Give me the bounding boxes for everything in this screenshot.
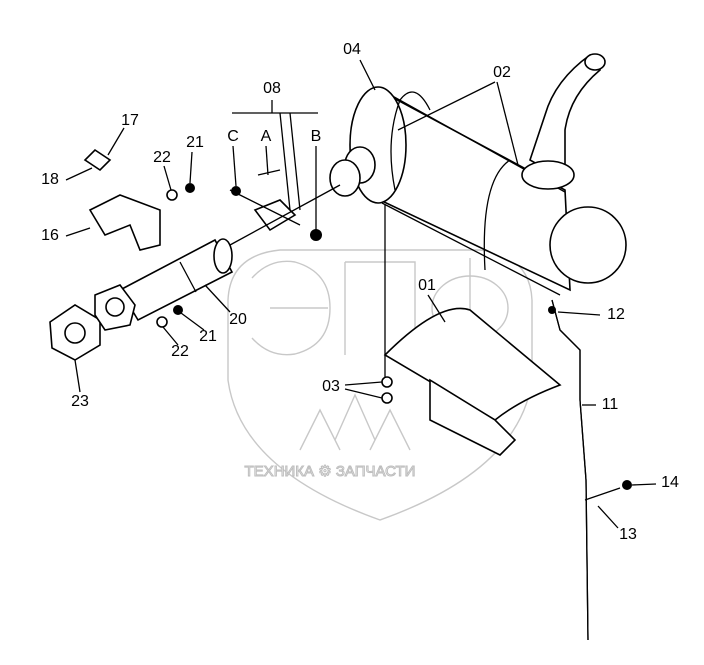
label-11: 11 — [602, 396, 619, 413]
label-22-bottom: 22 — [171, 343, 189, 360]
label-14: 14 — [661, 474, 679, 491]
watermark-text: ТЕХНИКА ⚙ ЗАПЧАСТИ — [245, 463, 416, 480]
label-17: 17 — [121, 112, 139, 129]
heat-shield — [381, 205, 562, 456]
drain-tube — [548, 299, 632, 641]
label-13: 13 — [619, 526, 637, 543]
label-21-bottom: 21 — [199, 328, 217, 345]
clamp — [229, 169, 341, 246]
label-12: 12 — [607, 306, 625, 323]
label-02: 02 — [493, 64, 511, 81]
flanges — [49, 148, 195, 361]
label-04: 04 — [343, 41, 361, 58]
label-03: 03 — [322, 378, 340, 395]
exhaust-pipe — [118, 238, 234, 322]
label-23: 23 — [71, 393, 89, 410]
part-labels: 04 02 08 C A B 17 21 22 18 16 20 21 22 2… — [41, 41, 679, 543]
label-16: 16 — [41, 227, 59, 244]
leader-lines — [65, 59, 657, 529]
label-21-top: 21 — [186, 134, 204, 151]
label-B: B — [311, 128, 322, 145]
label-08: 08 — [263, 80, 281, 97]
label-20: 20 — [229, 311, 247, 328]
label-01: 01 — [418, 277, 436, 294]
label-A: A — [261, 128, 272, 145]
label-22-top: 22 — [153, 149, 171, 166]
label-C: C — [227, 128, 239, 145]
label-18: 18 — [41, 171, 59, 188]
